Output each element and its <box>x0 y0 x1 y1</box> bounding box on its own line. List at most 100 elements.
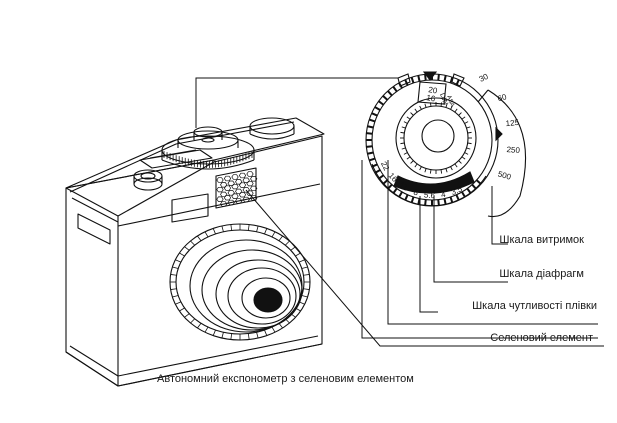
inner-tooth <box>454 108 458 113</box>
dial-knurl-tick <box>366 145 373 148</box>
asa-label: ASA <box>445 95 455 108</box>
dial-knurl-tick <box>437 74 440 81</box>
honeycomb-cell <box>238 182 247 188</box>
aperture-label: 4 <box>440 190 446 200</box>
shutter-speed-label: 250 <box>506 145 521 155</box>
dial-knurl-tick <box>424 199 427 206</box>
dial-knurl-tick <box>443 75 447 82</box>
lens-knurl-tick <box>295 307 301 312</box>
honeycomb-cell <box>220 201 228 207</box>
dial-knurl-tick <box>378 100 385 106</box>
lens-knurl-tick <box>264 228 268 235</box>
dial-knurl-tick <box>475 179 482 185</box>
selenium-honeycomb <box>216 171 258 207</box>
dial-knurl-tick <box>392 187 398 194</box>
inner-tooth <box>450 166 453 171</box>
lens-knurl-tick <box>204 326 209 333</box>
dial-knurl-tick <box>424 74 427 81</box>
inner-tooth <box>458 112 462 116</box>
lens-knurl-tick <box>278 323 283 329</box>
dial-knurl-tick <box>378 174 385 180</box>
inner-tooth <box>401 147 406 150</box>
inner-tooth <box>406 116 411 120</box>
dial-knurl-tick <box>471 183 477 190</box>
shutter-speed-label: 125 <box>505 118 520 128</box>
inner-tooth <box>467 142 472 145</box>
inner-tooth <box>450 105 453 110</box>
lens-knurling <box>170 224 310 340</box>
inner-tooth <box>464 152 469 155</box>
honeycomb-cell <box>235 198 243 204</box>
honeycomb-cell <box>246 171 254 177</box>
dial-knurl-tick <box>404 194 409 201</box>
dial-knurl-tick <box>437 199 440 206</box>
inner-tooth <box>424 168 427 173</box>
honeycomb-cell <box>216 186 224 193</box>
inner-tooth <box>466 147 471 150</box>
lens-knurl-tick <box>190 240 196 246</box>
dial-knurl-tick <box>368 118 376 123</box>
lens-knurl-tick <box>303 274 310 276</box>
lens-knurl-tick <box>179 307 185 312</box>
honeycomb-cell <box>231 193 239 199</box>
inner-tooth <box>454 163 458 168</box>
inner-tooth <box>400 142 405 145</box>
lens-knurl-tick <box>247 224 250 231</box>
dial-knurl-tick <box>410 196 415 204</box>
lens-knurl-tick <box>301 295 308 298</box>
dial-inner-teeth <box>400 102 472 174</box>
lens-knurl-tick <box>284 318 290 324</box>
honeycomb-cell <box>246 190 254 196</box>
dial-knurl-tick <box>374 106 381 111</box>
dial-knurl-tick <box>387 183 393 190</box>
camera-dial-knurling <box>163 151 253 168</box>
lens-knurl-tick <box>295 252 301 257</box>
dial-knurl-tick <box>387 90 393 97</box>
honeycomb-cell <box>227 180 235 186</box>
lens-knurl-tick <box>298 301 305 305</box>
inner-tooth <box>403 152 408 155</box>
inner-tooth <box>440 169 443 174</box>
lens-knurl-tick <box>184 246 190 251</box>
inner-tooth <box>467 131 472 134</box>
dial-knurl-tick <box>417 75 421 82</box>
lens-knurl-tick <box>212 228 216 235</box>
dial-knurl-tick <box>449 196 454 204</box>
aperture-label: 8 <box>412 187 420 197</box>
lens-knurl-tick <box>290 313 296 318</box>
honeycomb-cell <box>250 185 258 192</box>
honeycomb-cell <box>231 183 239 190</box>
dial-knurl-tick <box>392 86 398 93</box>
label-film-sensitivity-scale: Шкала чутливості плівки <box>472 300 597 312</box>
dial-knurl-tick <box>367 151 374 155</box>
lens-knurl-tick <box>303 288 310 290</box>
dial-knurl-tick <box>398 191 403 198</box>
dial-knurl-tick <box>368 157 376 162</box>
inner-tooth <box>419 105 422 110</box>
aperture-label: 3.5 <box>450 184 464 197</box>
honeycomb-cell <box>227 190 235 196</box>
lens-knurl-tick <box>230 224 233 231</box>
caption-light-meter: Автономний експонометр з селеновим елеме… <box>157 373 414 385</box>
inner-tooth <box>424 103 427 108</box>
lens-knurl-tick <box>247 333 250 340</box>
honeycomb-cell <box>242 196 250 203</box>
dial-knurl-tick <box>417 198 421 205</box>
dial-knurl-tick <box>410 76 415 84</box>
dial-knurl-tick <box>455 79 460 86</box>
dial-knurl-tick <box>398 82 403 89</box>
lens-knurl-tick <box>256 225 259 232</box>
dial-knurl-tick <box>374 169 381 174</box>
lens-knurl-tick <box>271 231 276 238</box>
inner-tooth <box>461 116 466 120</box>
lens-knurl-tick <box>184 313 190 318</box>
lens-knurl-tick <box>170 288 177 290</box>
lens-knurl-tick <box>230 333 233 340</box>
honeycomb-cell <box>223 195 232 201</box>
lens-knurl-tick <box>172 295 179 298</box>
honeycomb-cell <box>216 177 224 183</box>
lens-knurl-tick <box>221 225 224 232</box>
